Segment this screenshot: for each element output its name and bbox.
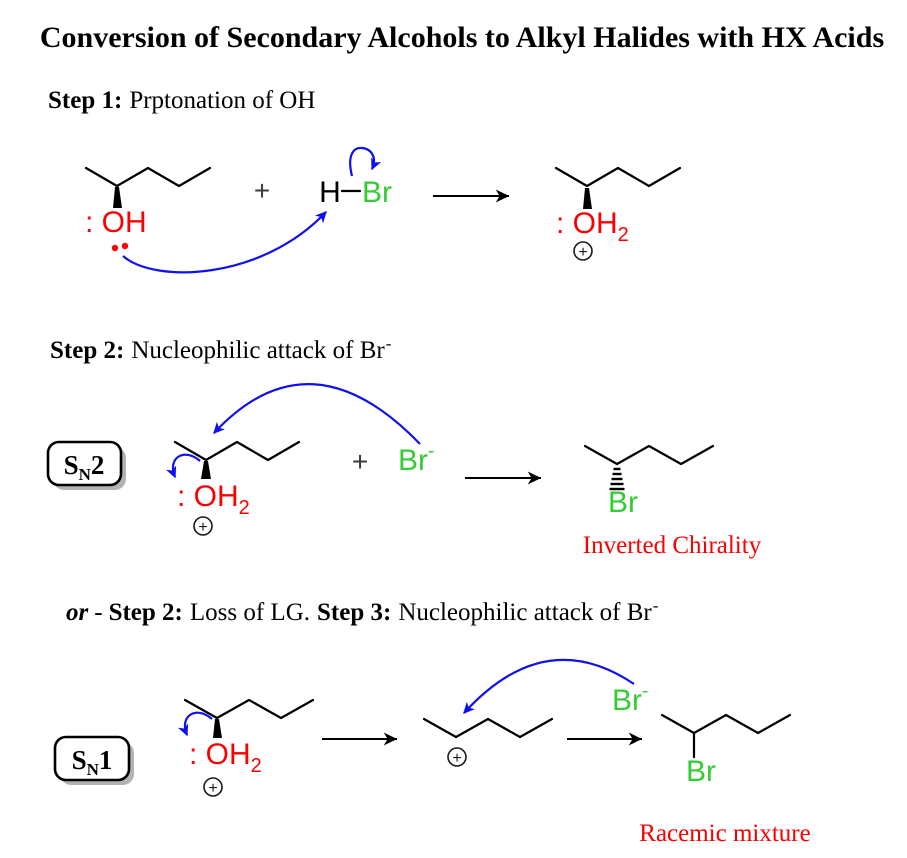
molecule-hbr: H Br xyxy=(319,146,392,209)
anion-minus: - xyxy=(642,681,648,702)
sn1-box-frame xyxy=(53,735,131,782)
sn2-box: SN2 xyxy=(46,440,126,490)
molecule-carbocation: + xyxy=(422,717,554,767)
sn1-label: SN1 xyxy=(72,745,113,779)
carbon-chain-bonds xyxy=(183,698,315,720)
curved-arrow-br-attack-icon xyxy=(213,383,421,445)
carbon-chain-bonds xyxy=(583,444,715,466)
step2-text: Nucleophilic attack of Br xyxy=(131,337,385,364)
wedge-bond xyxy=(213,719,222,738)
hash-wedge-bond xyxy=(609,467,625,491)
step3-sup-minus: - xyxy=(653,596,659,615)
step2-header: Step 2: Nucleophilic attack of Br- xyxy=(50,334,392,364)
oh2-label: : OH2 xyxy=(556,207,629,246)
molecule-protonated-alcohol-sn2: : OH2 + xyxy=(165,440,301,536)
step3-label: Step 3: xyxy=(317,599,391,626)
curved-arrow-co-bond-break-icon xyxy=(165,453,201,479)
carbon-chain-bonds xyxy=(660,713,792,735)
carbon-chain-bonds xyxy=(173,440,301,462)
wedge-bond xyxy=(113,187,122,208)
step3-text: Nucleophilic attack of Br xyxy=(398,599,652,626)
sn1-header: or-Step 2:Loss of LG.Step 3:Nucleophilic… xyxy=(66,596,659,626)
curved-arrow-br-attack-sn1-icon xyxy=(463,658,635,714)
curved-arrow-lg-leaves-icon xyxy=(177,711,213,737)
plus-sign: + xyxy=(254,175,270,206)
bromine-label: Br xyxy=(686,755,716,788)
carbon-chain-bonds xyxy=(84,166,212,188)
step2-sup-minus: - xyxy=(386,334,392,353)
molecule-oxocarbenium-product: : OH2 + xyxy=(554,166,682,261)
wedge-bond xyxy=(201,461,211,479)
curved-arrow-bond-to-br-icon xyxy=(349,146,382,177)
step1-text: Prptonation of OH xyxy=(129,87,315,114)
oh2-main: : OH xyxy=(556,207,618,240)
lone-pair-dot xyxy=(111,244,119,252)
oh2-label: : OH2 xyxy=(189,738,262,777)
molecule-2-pentanol: : OH xyxy=(84,166,212,252)
bromide-anion-label: Br- xyxy=(612,681,648,717)
or-label: or xyxy=(66,599,89,626)
bromine-label: Br xyxy=(362,176,392,209)
or-dash: - xyxy=(94,599,102,626)
lone-pair-dot xyxy=(121,242,129,250)
plus-charge-icon: + xyxy=(193,516,213,536)
sn2-label: SN2 xyxy=(64,450,105,484)
plus-charge-icon: + xyxy=(447,747,467,767)
step2b-label: Step 2: xyxy=(109,599,183,626)
sn2-box-frame xyxy=(46,440,123,487)
curved-arrow-oh-to-h-icon xyxy=(122,211,327,274)
svg-text:+: + xyxy=(578,244,587,261)
oh2-label: : OH2 xyxy=(177,480,250,519)
step1-header: Step 1: Prptonation of OH xyxy=(48,87,315,114)
plus-charge-icon: + xyxy=(573,241,593,261)
carbon-chain-bonds xyxy=(422,717,554,739)
hydroxyl-label: : OH xyxy=(85,206,147,239)
sn1-box: SN1 xyxy=(53,735,134,785)
molecule-2-bromopentane-inverted: Br xyxy=(583,444,715,519)
molecule-protonated-alcohol-sn1: : OH2 + xyxy=(177,698,315,797)
svg-text:+: + xyxy=(208,780,217,797)
inverted-chirality-caption: Inverted Chirality xyxy=(583,532,762,559)
svg-text:+: + xyxy=(452,750,461,767)
hydrogen-label: H xyxy=(319,176,341,209)
anion-minus: - xyxy=(428,441,434,462)
oh2-subscript: 2 xyxy=(618,224,629,246)
plus-sign: + xyxy=(352,446,368,477)
page-title: Conversion of Secondary Alcohols to Alky… xyxy=(40,21,884,54)
bromine-label: Br xyxy=(608,486,638,519)
svg-text:+: + xyxy=(198,519,207,536)
step2b-text: Loss of LG. xyxy=(190,599,310,626)
step2-label: Step 2: xyxy=(50,337,124,364)
molecule-2-bromopentane-racemic: Br xyxy=(660,713,792,788)
carbon-chain-bonds xyxy=(554,166,682,188)
racemic-mixture-caption: Racemic mixture xyxy=(639,820,810,847)
step1-label: Step 1: xyxy=(48,87,122,114)
wedge-bond xyxy=(583,188,592,209)
plus-charge-icon: + xyxy=(203,777,223,797)
bromide-anion-label: Br- xyxy=(398,441,434,477)
